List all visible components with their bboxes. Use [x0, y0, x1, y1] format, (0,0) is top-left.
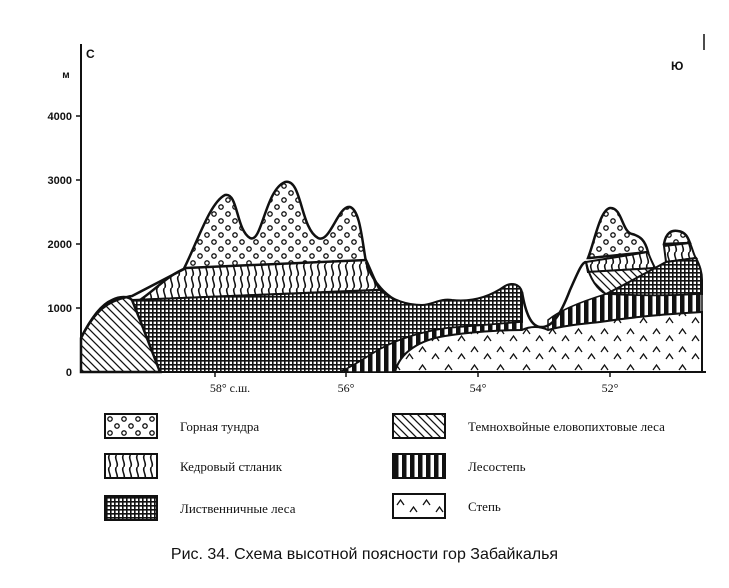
legend-item-steppe: Степь: [392, 493, 501, 519]
north-label: С: [86, 47, 95, 61]
legend-label: Кедровый стланик: [180, 458, 283, 474]
y-tick-label: 1000: [48, 303, 72, 315]
legend-item-forest-steppe: Лесостепь: [392, 453, 526, 479]
legend-item-mountain-tundra: Горная тундра: [104, 413, 259, 439]
chevrons-pattern-icon: [392, 493, 446, 519]
relief-outline: [79, 260, 587, 339]
x-tick-label: 56°: [338, 381, 355, 395]
legend-label: Темнохвойные еловопихтовые леса: [468, 418, 665, 434]
x-tick-label: 54°: [470, 381, 487, 395]
zone-mountain-tundra-south: [586, 206, 650, 260]
y-ticks: [76, 115, 81, 309]
grid-pattern-icon: [104, 495, 158, 521]
legend-item-cedar-elfin: Кедровый стланик: [104, 453, 282, 479]
legend-label: Лиственничные леса: [180, 500, 296, 516]
altitude-zonation-diagram: 4000 3000 2000 1000 0 м С Ю 58° с.ш. 56°…: [48, 34, 706, 395]
diagonal-pattern-icon: [392, 413, 446, 439]
x-tick-label: 52°: [602, 381, 619, 395]
legend-label: Степь: [468, 498, 501, 514]
y-tick-label: 3000: [48, 175, 72, 187]
unit-label: м: [62, 70, 69, 81]
legend-item-larch-forests: Лиственничные леса: [104, 495, 295, 521]
legend-item-dark-coniferous: Темнохвойные еловопихтовые леса: [392, 413, 688, 439]
vertical-bars-pattern-icon: [392, 453, 446, 479]
figure-caption: Рис. 34. Схема высотной поясности гор За…: [170, 546, 559, 563]
south-label: Ю: [671, 59, 683, 73]
zone-mountain-tundra-south-2: [662, 229, 692, 246]
y-tick-label: 2000: [48, 239, 72, 251]
legend-label: Горная тундра: [180, 418, 260, 434]
waves-pattern-icon: [104, 453, 158, 479]
y-tick-label: 4000: [48, 111, 72, 123]
legend-label: Лесостепь: [468, 458, 526, 474]
circles-pattern-icon: [104, 413, 158, 439]
y-tick-label: 0: [66, 367, 72, 379]
x-tick-label: 58° с.ш.: [210, 381, 250, 395]
